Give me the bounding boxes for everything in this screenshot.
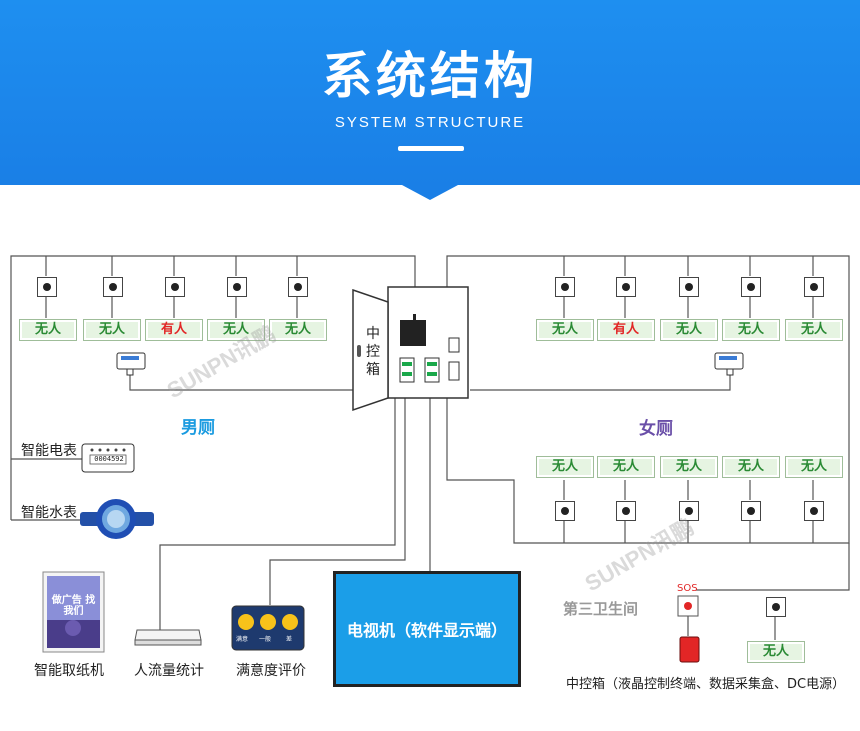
presence-sensor [555,501,575,521]
control-box-label: 中控箱 [366,326,380,378]
stall-status: 无人 [660,456,718,478]
stall-status: 有人 [597,319,655,341]
stall-status: 无人 [722,456,780,478]
stall-status: 无人 [269,319,327,341]
stall-status: 无人 [83,319,141,341]
presence-sensor [679,277,699,297]
page-title: 系统结构 [322,47,538,105]
mens-room-title: 男厕 [181,418,215,438]
control-box-note: 中控箱（液晶控制终端、数据采集盒、DC电源） [566,677,846,692]
sos-label: SOS [677,583,698,594]
stall-status: 无人 [660,319,718,341]
rating-option: 差 [286,636,293,643]
meter-reading: 0004592 [94,455,124,463]
presence-sensor [37,277,57,297]
presence-sensor [741,277,761,297]
page-subtitle: SYSTEM STRUCTURE [334,114,526,131]
third-restroom-title: 第三卫生间 [563,600,639,618]
presence-sensor [103,277,123,297]
stall-status: 无人 [536,456,594,478]
stall-status: 有人 [145,319,203,341]
presence-sensor [288,277,308,297]
water-meter-label: 智能水表 [21,505,77,521]
presence-sensor [679,501,699,521]
stall-status: 无人 [19,319,77,341]
title-underline [398,146,464,151]
electric-meter-label: 智能电表 [21,443,77,459]
stall-status: 无人 [785,319,843,341]
satisfaction-label: 满意度评价 [236,663,306,679]
stall-status: 无人 [207,319,265,341]
presence-sensor [555,277,575,297]
presence-sensor [741,501,761,521]
rating-option: 一般 [259,636,272,643]
stall-status: 无人 [747,641,805,663]
rating-option: 满意 [236,636,249,643]
tv-display: 电视机（软件显示端） [333,571,521,687]
stall-status: 无人 [722,319,780,341]
stall-status: 无人 [785,456,843,478]
presence-sensor [616,277,636,297]
header-arrow [402,185,458,200]
presence-sensor [227,277,247,297]
presence-sensor [804,277,824,297]
paper-screen-ad: 做广告 找我们 [51,595,96,617]
presence-sensor [804,501,824,521]
traffic-counter-label: 人流量统计 [134,663,204,679]
header-banner [0,0,860,185]
presence-sensor [165,277,185,297]
stall-status: 无人 [597,456,655,478]
paper-dispenser-label: 智能取纸机 [34,663,104,679]
womens-room-title: 女厕 [639,419,673,439]
stall-status: 无人 [536,319,594,341]
presence-sensor [616,501,636,521]
presence-sensor [766,597,786,617]
